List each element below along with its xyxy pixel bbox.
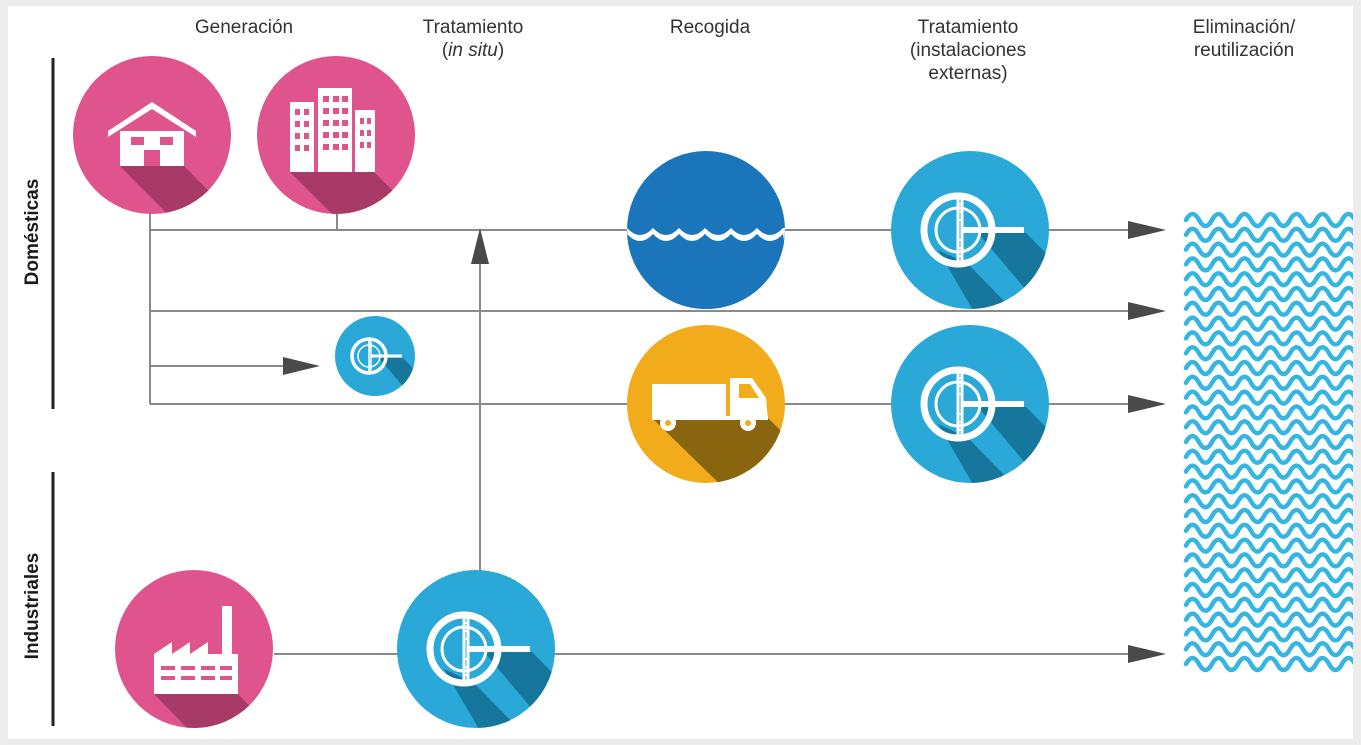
wave-line: [1183, 641, 1353, 658]
wave-line: [1183, 626, 1353, 643]
wave-line: [1183, 537, 1353, 554]
house-icon: [73, 56, 231, 214]
wave-line: [1183, 611, 1353, 628]
wave-line: [1183, 493, 1353, 510]
wave-line: [1183, 315, 1353, 332]
header-disposal: Eliminación/ reutilización: [1192, 17, 1296, 61]
wave-line: [1183, 359, 1353, 377]
wave-line: [1183, 567, 1353, 584]
wave-line: [1183, 507, 1353, 525]
sewer-water-icon: [627, 151, 785, 309]
wave-line: [1183, 226, 1353, 243]
treatment-plant-icon: [891, 325, 1049, 483]
wave-line: [1183, 330, 1353, 347]
wave-line: [1183, 241, 1353, 258]
water-waves-icon: [1183, 211, 1353, 673]
treatment-plant-icon: [891, 151, 1049, 309]
wave-line: [1183, 404, 1353, 421]
wave-line: [1183, 522, 1353, 539]
wave-line: [1183, 285, 1353, 303]
wave-line: [1183, 211, 1353, 229]
wave-line: [1183, 581, 1353, 599]
wave-line: [1183, 256, 1353, 273]
wave-line: [1183, 300, 1353, 317]
diagram-canvas: Generación Tratamiento(in situ) Recogida…: [8, 6, 1353, 739]
wave-line: [1183, 552, 1353, 569]
wave-line: [1183, 463, 1353, 480]
wave-line: [1183, 271, 1353, 288]
header-collection: Recogida: [669, 17, 751, 38]
wave-line: [1183, 389, 1353, 406]
wave-line: [1183, 478, 1353, 495]
wave-line: [1183, 655, 1353, 673]
onsite-treatment-small-icon: [335, 316, 415, 396]
flow-arrows: [283, 221, 1166, 663]
wave-line: [1183, 433, 1353, 451]
factory-icon: [115, 570, 273, 728]
truck-icon: [627, 325, 785, 483]
wave-line: [1183, 419, 1353, 436]
wave-line: [1183, 596, 1353, 613]
header-generation: Generación: [194, 17, 294, 38]
wave-line: [1183, 448, 1353, 465]
wave-line: [1183, 374, 1353, 391]
header-onsite-treatment: Tratamiento(in situ): [422, 17, 524, 61]
apartment-building-icon: [257, 56, 415, 214]
flow-diagram: [51, 56, 1353, 728]
header-offsite-treatment: Tratamiento (instalaciones externas): [909, 17, 1027, 84]
wave-line: [1183, 345, 1353, 362]
